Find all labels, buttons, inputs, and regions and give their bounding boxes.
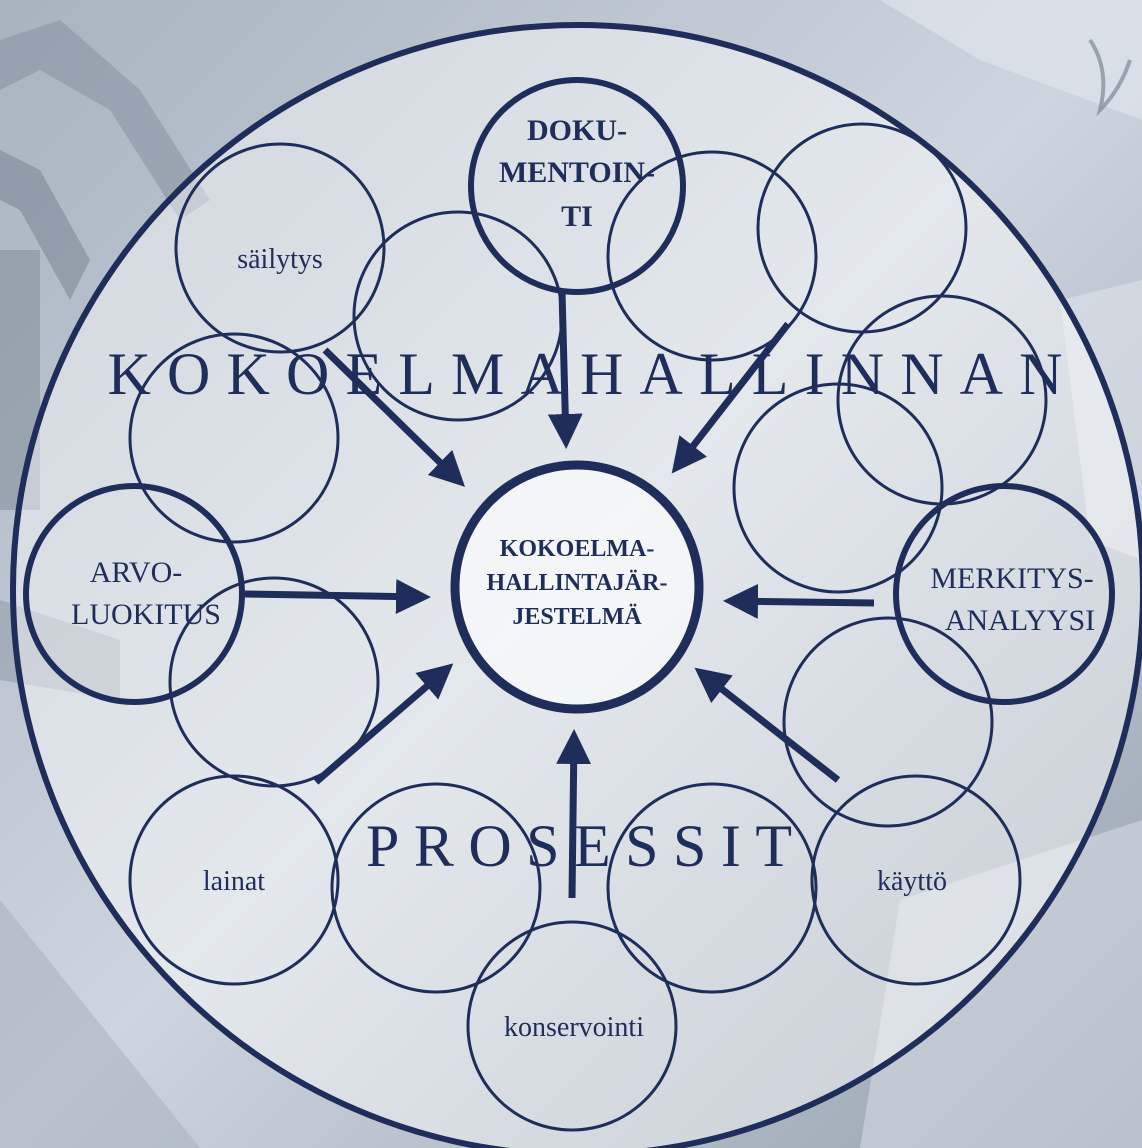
arrow-from-konservointi	[556, 729, 592, 899]
ring-arvoluokitus	[23, 483, 245, 705]
ring-lainat	[128, 774, 340, 986]
ring-sailytys	[174, 142, 386, 354]
konservointi-label: konservointi	[504, 1012, 644, 1043]
ring-konservointi	[466, 920, 678, 1132]
merkitysanalyysi-line-2: ANALYYSI	[945, 604, 1095, 637]
ring-right-middle	[732, 382, 944, 594]
center-title-line-1: KOKOELMA-	[500, 536, 655, 562]
kaytto-label: käyttö	[877, 866, 947, 897]
ring-kaytto	[810, 774, 1022, 986]
dokumentointi-line-1: DOKU-	[527, 114, 627, 147]
sailytys-label: säilytys	[237, 244, 323, 275]
arrow-from-kaytto	[694, 667, 841, 783]
center-title-line-2: HALLINTAJÄR-	[487, 570, 668, 596]
arvoluokitus-line-1: ARVO-	[90, 556, 183, 589]
ring-right-lower	[782, 616, 994, 828]
merkitysanalyysi-line-1: MERKITYS-	[930, 562, 1093, 595]
banner-top-label: KOKOELMAHALLINNAN	[108, 341, 1063, 407]
center-node	[450, 460, 704, 714]
ring-bottom-left	[330, 782, 542, 994]
dokumentointi-line-3: TI	[561, 200, 593, 233]
ring-bottom-right	[606, 782, 818, 994]
dokumentointi-line-2: MENTOIN-	[499, 156, 655, 189]
arrow-from-merkitysanalyysi	[723, 583, 875, 619]
arvoluokitus-line-2: LUOKITUS	[71, 598, 221, 631]
arrow-from-lainat	[313, 663, 454, 785]
center-title-line-3: JESTELMÄ	[512, 604, 642, 630]
arrow-from-sailytys	[322, 347, 466, 487]
ring-dokumentointi	[468, 77, 686, 295]
ring-left-lower	[168, 576, 380, 788]
arrow-from-top-right	[671, 321, 791, 474]
banner-bottom-label: PROSESSIT	[366, 813, 792, 879]
arrow-from-arvoluokitus	[244, 579, 431, 615]
ring-upper-right	[606, 150, 818, 362]
arrow-from-dokumentointi	[547, 291, 583, 449]
lainat-label: lainat	[203, 866, 265, 897]
ring-merkitysanalyysi	[893, 483, 1115, 705]
ring-left-upper	[128, 332, 340, 544]
